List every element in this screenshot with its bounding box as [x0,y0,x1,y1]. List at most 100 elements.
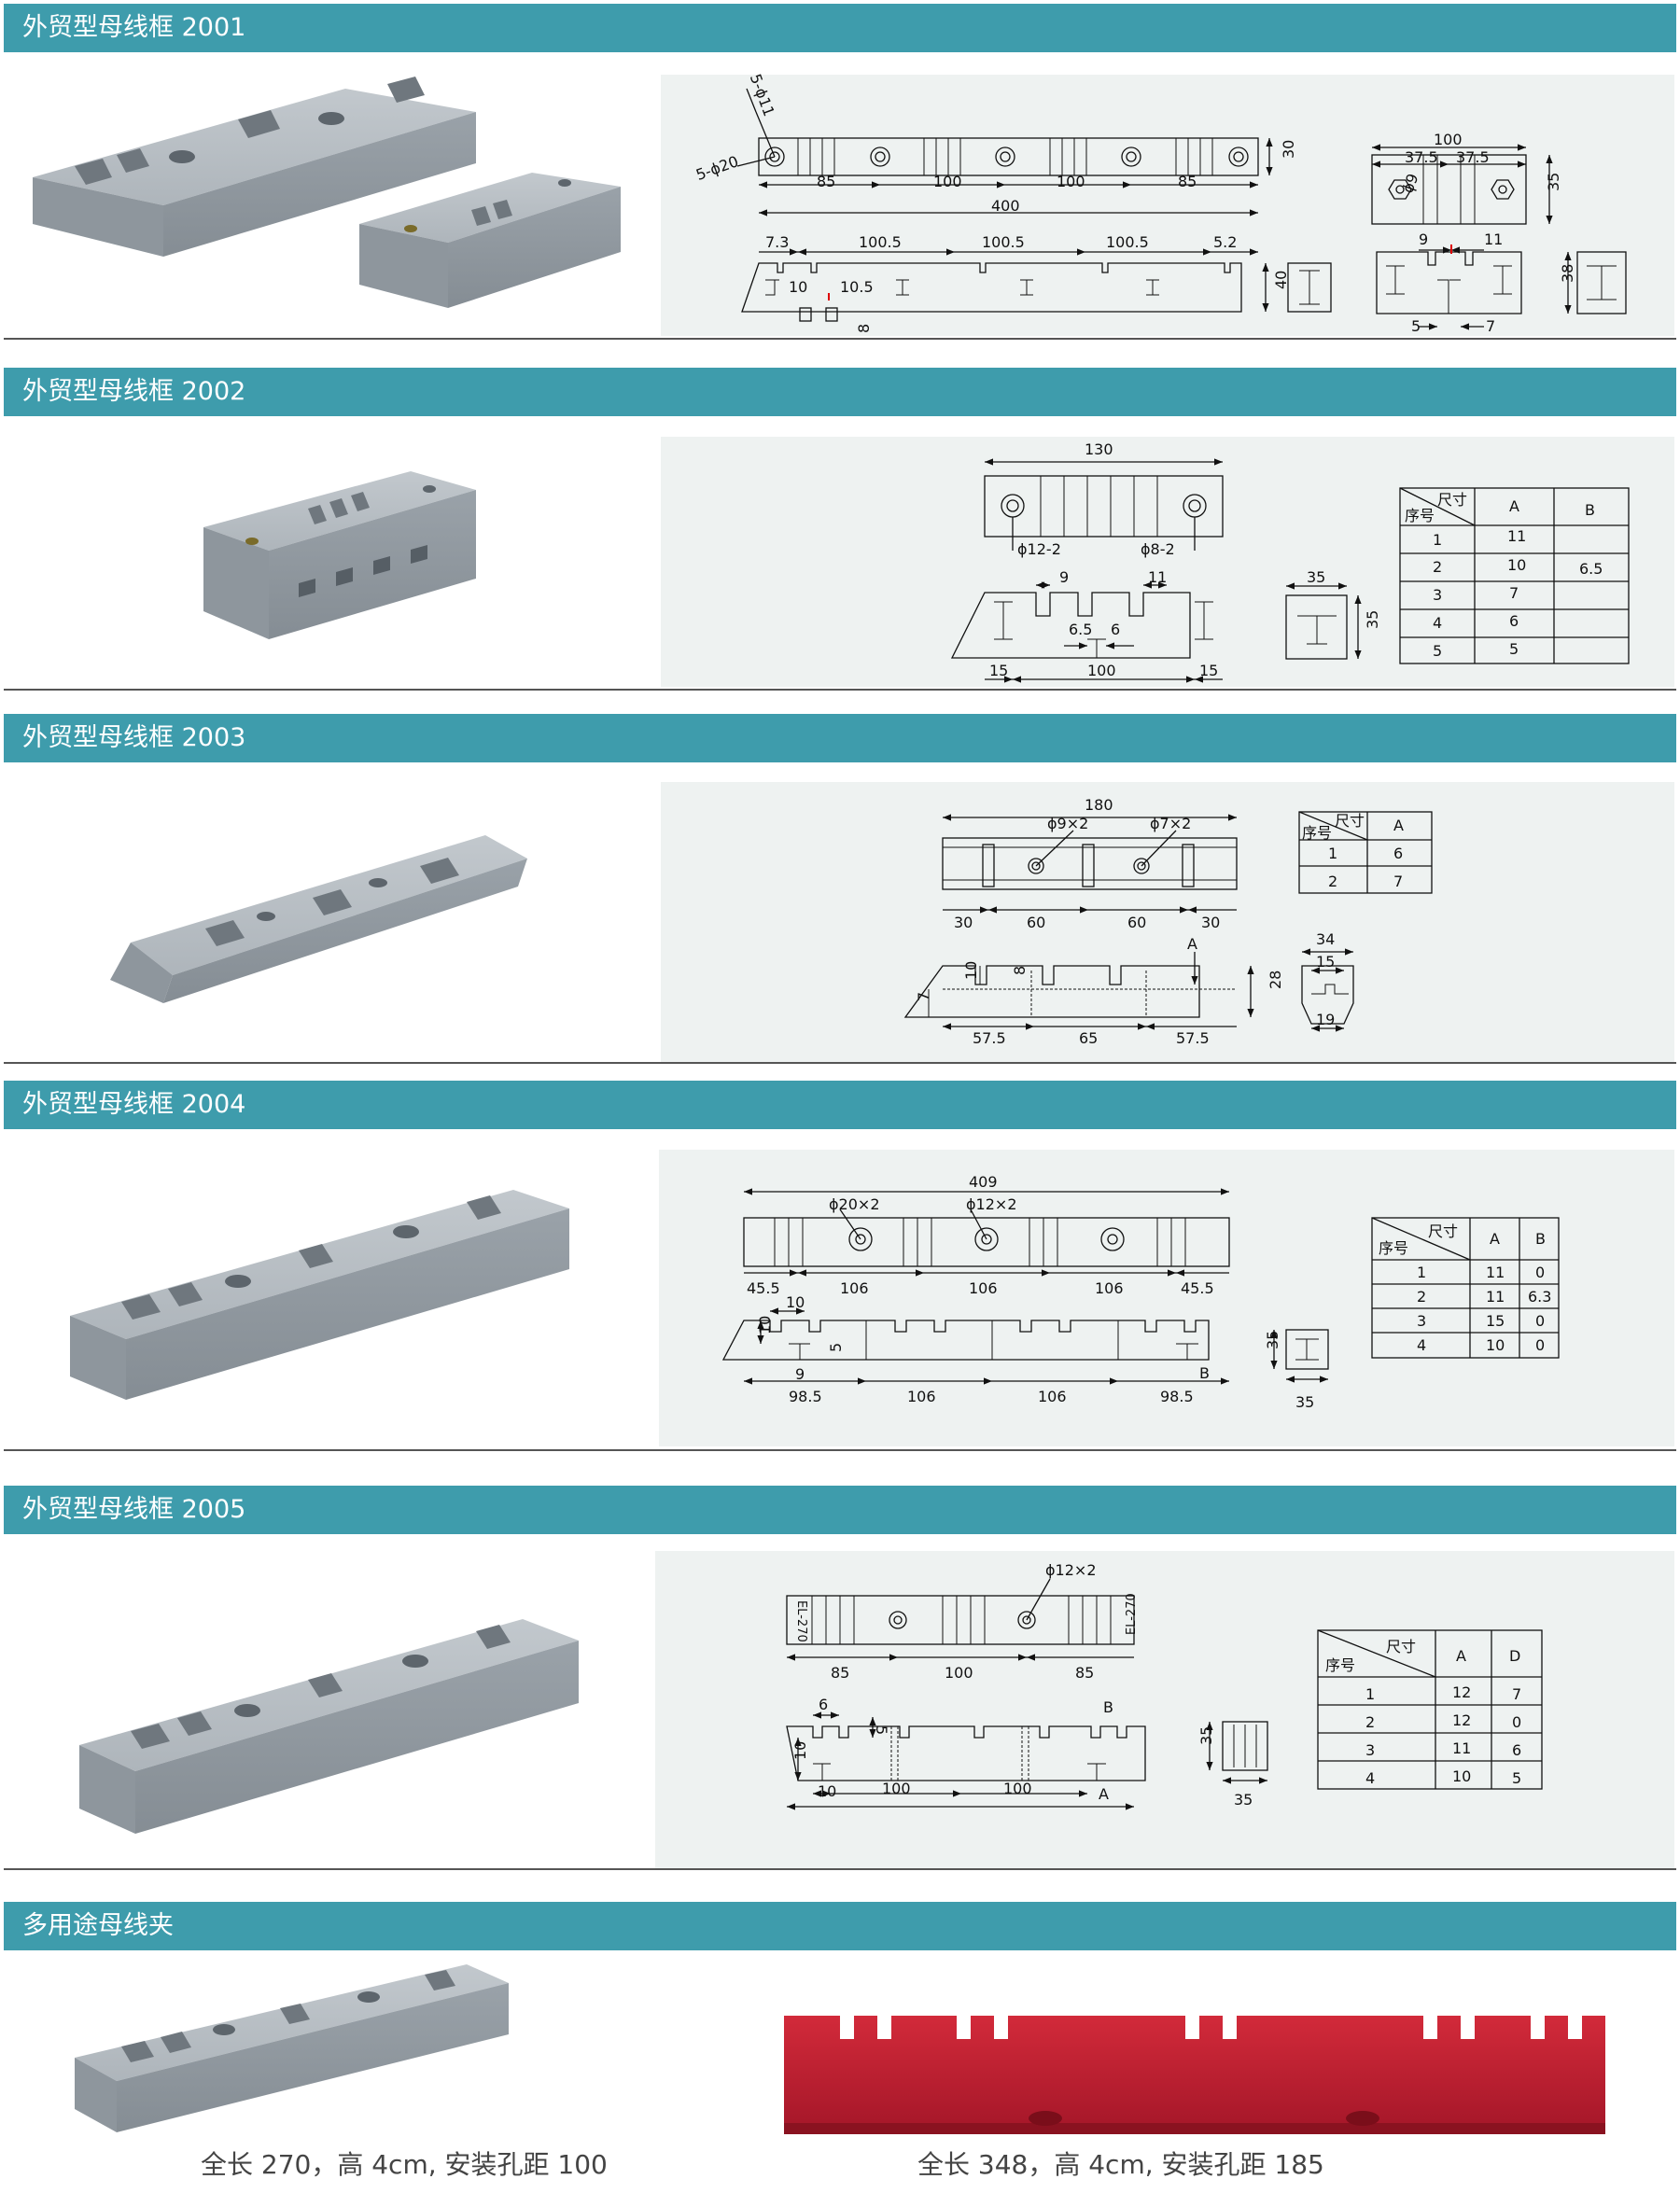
table-size-label: 尺寸 [1437,491,1467,509]
table-cell: 1 [1328,845,1337,862]
dim-label: 30 [1201,914,1220,931]
dim-label: 60 [1127,914,1146,931]
dim-label: 37.5 [1456,148,1490,166]
table-cell: 11 [1507,527,1526,545]
table-cell: 0 [1535,1336,1545,1354]
table-cell: 6.3 [1528,1288,1551,1306]
section-title: 外贸型母线框 2004 [22,1090,246,1119]
dim-label: 100.5 [982,233,1025,251]
dim-label: 100 [933,173,962,190]
table-cell: 3 [1417,1312,1426,1330]
dim-label: 45.5 [1181,1279,1214,1297]
table-cell: 6.5 [1579,560,1603,578]
dim-label: 106 [840,1279,869,1297]
table-cell: 15 [1486,1312,1505,1330]
table-no-label: 序号 [1405,507,1435,524]
dim-label: A [1099,1785,1109,1803]
dim-label: 10 [791,1741,809,1760]
dim-label: 8 [1011,966,1029,975]
table-cell: 2 [1365,1713,1375,1731]
divider [4,689,1676,691]
dim-label: 100 [1057,173,1085,190]
dim-label: ϕ9×2 [1047,815,1088,832]
table-cell: 0 [1535,1264,1545,1281]
table-no-label: 序号 [1379,1239,1408,1257]
technical-drawing-2004: 409 ϕ20×2 ϕ12×2 45.5 106 106 106 45.5 10… [721,1173,1560,1411]
dim-label: 34 [1316,930,1335,948]
divider [4,338,1676,340]
table-cell: 4 [1417,1336,1426,1354]
drawing-panel-2001 [661,75,1674,336]
divider [4,1449,1676,1451]
dim-label: 35 [1545,173,1562,191]
dim-label: ϕ7×2 [1150,815,1191,832]
drawing-panel-2004 [659,1150,1674,1446]
dim-label: 5 [827,1343,845,1352]
dim-label: 35 [1234,1791,1253,1809]
dim-label: 6 [1111,621,1120,638]
dim-label: 10 [789,278,807,296]
table-cell: 5 [1509,640,1519,658]
dim-label: 85 [817,173,835,190]
dim-label: 98.5 [789,1388,822,1405]
dim-label: 7 [915,992,932,1001]
table-cell: 3 [1365,1741,1375,1759]
table-cell: 12 [1452,1683,1471,1701]
technical-drawing-2002: 130 ϕ12-2 ϕ8-2 9 11 6.5 6 15 100 15 35 3… [950,440,1630,683]
table-no-label: 序号 [1302,824,1332,842]
dim-label: 28 [1267,971,1284,989]
dim-label: 180 [1085,796,1113,814]
table-cell: 7 [1509,584,1519,602]
table-cell: 6 [1512,1741,1521,1759]
table-col-b: B [1535,1230,1546,1248]
dim-label: B [1103,1698,1113,1716]
table-cell: 11 [1452,1739,1471,1757]
dim-label: 35 [1364,610,1381,629]
table-cell: 0 [1512,1713,1521,1731]
drawing-panel-2002 [661,437,1674,687]
dim-label: 85 [1178,173,1197,190]
dim-label: 106 [907,1388,936,1405]
dim-label: 15 [1199,662,1218,679]
section-header: 外贸型母线框 2001 [4,4,1676,52]
product-photo-clamp-red [784,2016,1605,2134]
table-cell: 1 [1433,531,1442,549]
dim-label: 5 [873,1725,890,1735]
dim-label: 98.5 [1160,1388,1194,1405]
dim-label: 7 [1486,317,1495,335]
dim-label: 45.5 [747,1279,780,1297]
product-photo-2002 [203,471,476,639]
dim-label: ϕ12-2 [1017,540,1061,558]
divider [4,1062,1676,1064]
dim-label: EL-270 [1125,1593,1139,1635]
table-cell: 4 [1365,1769,1375,1787]
dim-label: 8 [855,324,873,333]
dim-label: 60 [1027,914,1045,931]
product-photo-clamp-gray [75,1964,509,2132]
technical-drawing-2001: 5-ϕ11 5-ϕ20 85 100 100 85 400 30 7.3 100… [693,72,1627,335]
dim-label: A [1187,935,1197,953]
table-cell: 2 [1433,558,1442,576]
dim-label: 35 [1197,1726,1215,1745]
dim-label: 11 [1484,230,1503,248]
dim-label: 400 [991,197,1020,215]
dim-label: 5 [1411,317,1421,335]
dim-label: 7.3 [765,233,789,251]
dim-label: 10 [818,1782,836,1800]
drawing-panel-2003 [661,782,1674,1062]
dim-label: 37.5 [1405,148,1438,166]
table-cell: 11 [1486,1288,1505,1306]
table-cell: 10 [1507,556,1526,574]
caption-right: 全长 348，高 4cm, 安装孔距 185 [917,2149,1324,2180]
table-cell: 0 [1535,1312,1545,1330]
dim-label: 10 [786,1293,805,1311]
dim-label: 11 [1148,568,1167,586]
table-cell: 10 [1452,1767,1471,1785]
dim-label: ϕ12×2 [1045,1561,1097,1579]
drawing-panel-2005 [655,1551,1674,1868]
dim-label: 30 [1280,140,1297,159]
dim-label: 40 [1272,271,1290,289]
dim-label: 5.2 [1213,233,1237,251]
dim-label: 100 [1087,662,1116,679]
product-photo-2005 [79,1619,579,1834]
